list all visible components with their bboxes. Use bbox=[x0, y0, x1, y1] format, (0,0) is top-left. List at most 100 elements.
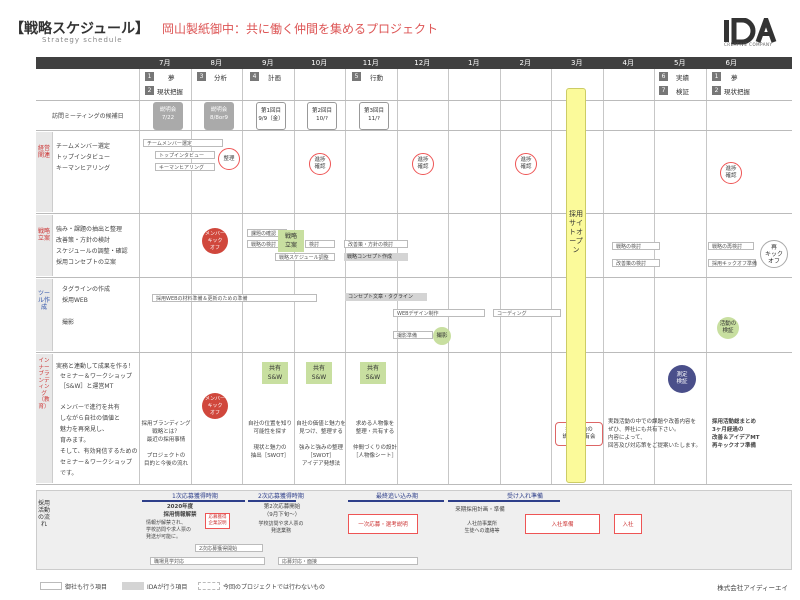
divider-meeting bbox=[36, 130, 792, 131]
divider-tools bbox=[36, 352, 792, 353]
phase-label-4: 計画 bbox=[268, 74, 281, 82]
legend-label-3: 今回のプロジェクトでは行わないもの bbox=[223, 584, 326, 591]
divider-management bbox=[36, 213, 792, 214]
recruit-note-2: 第2次応募開始 （9月下旬〜） bbox=[263, 504, 301, 518]
strategy-item-4: 採用コンセプトの立案 bbox=[56, 259, 117, 266]
arrow-strategy-rereview: 戦略の再検討 bbox=[708, 242, 754, 250]
phase-label-3: 分析 bbox=[214, 74, 227, 82]
category-label-management: 経営関連 bbox=[38, 145, 51, 159]
month-gridline bbox=[654, 69, 655, 484]
branding-result-note: 実践活動の中での課題や改善内容を ぜひ、弊社にも共有下さい。 内容によって、 回… bbox=[608, 419, 701, 449]
month-label: 11月 bbox=[362, 59, 379, 67]
month-gridline bbox=[499, 69, 501, 484]
box-share-sw-2: 共有 S&W bbox=[306, 362, 332, 384]
circle-confirm-oct: 進捗 確認 bbox=[309, 153, 331, 175]
category-box-branding bbox=[36, 354, 53, 483]
branding-note-4: 求める人物像を 整理・共有する 仲間づくりの設計 ［人物像シート］ bbox=[352, 421, 397, 459]
recruit-red-4: 入社 bbox=[614, 514, 642, 534]
divider-strategy bbox=[36, 277, 792, 278]
branding-note-2: 自社の位置を知り 可能性を探す 現状と魅力の 抽出［SWOT］ bbox=[247, 421, 292, 459]
category-box-management bbox=[36, 132, 53, 212]
category-label-strategy: 戦略立案 bbox=[38, 228, 51, 242]
site-open-bar bbox=[566, 88, 586, 483]
arrow-web-design: WEBデザイン制作 bbox=[393, 309, 485, 317]
site-open-label: 採用サイトオープン bbox=[569, 210, 583, 254]
recruit-red-2: 一次応募・選考説明 bbox=[348, 514, 418, 534]
phase-num-4: 4 bbox=[250, 72, 259, 81]
phase-label-5: 行動 bbox=[370, 74, 383, 82]
month-header-bar bbox=[36, 57, 792, 69]
phase-num-2: 2 bbox=[145, 86, 154, 95]
recruit-period-3: 最終追い込み期 bbox=[376, 493, 419, 500]
management-item-2: トップインタビュー bbox=[56, 154, 111, 161]
category-box-strategy bbox=[36, 215, 53, 276]
month-gridline bbox=[139, 69, 140, 484]
management-item-1: チームメンバー選定 bbox=[56, 143, 110, 150]
circle-confirm-feb: 進捗 確認 bbox=[515, 153, 537, 175]
recruit-note-3b: 人社前事業所 生徒への連絡等 bbox=[464, 521, 500, 534]
arrow-improvement: 改善策・方針の検討 bbox=[344, 240, 408, 248]
branding-final-note: 採用活動総まとめ 3ヶ月経過の 改善＆アイデアMT 再キックオフ準備 bbox=[712, 419, 760, 449]
branding-body-5: そして、有効発信するための bbox=[60, 448, 138, 455]
tools-item-3: 撮影 bbox=[62, 319, 75, 326]
month-gridline bbox=[190, 69, 192, 484]
circle-member-kickoff: メンバー キック オフ bbox=[202, 228, 228, 254]
branding-body-1: メンバーで進行を共有 bbox=[60, 404, 120, 411]
month-label: 2月 bbox=[519, 59, 531, 67]
month-gridline bbox=[293, 69, 295, 484]
box-share-sw-3: 共有 S&W bbox=[360, 362, 386, 384]
management-item-3: キーマンヒアリング bbox=[56, 165, 111, 172]
footer-company: 株式会社アイディーエイ bbox=[717, 584, 788, 592]
category-label-recruit: 採用活動の流れ bbox=[38, 500, 51, 528]
phase-num-9: 2 bbox=[712, 86, 721, 95]
branding-intro-1: 実務と連動して成果を作る！ bbox=[56, 363, 134, 370]
arrow-keyman-hearing: キーマンヒアリング bbox=[155, 163, 215, 171]
tools-item-1: タグラインの作成 bbox=[62, 286, 111, 293]
phase-label-2: 現状把握 bbox=[157, 88, 183, 96]
arrow-coding: コーディング bbox=[493, 309, 561, 317]
branding-body-2: しながら自社の価値と bbox=[60, 415, 121, 422]
month-label: 4月 bbox=[622, 59, 634, 67]
month-label: 3月 bbox=[571, 59, 583, 67]
page-subtitle: 岡山製紙御中：共に働く仲間を集めるプロジェクト bbox=[162, 22, 439, 36]
recruit-line-2 bbox=[248, 500, 296, 502]
branding-body-7: です。 bbox=[60, 470, 78, 477]
month-label: 7月 bbox=[159, 59, 171, 67]
recruit-note-2b: 学校訪問や求人票の 発送業務 bbox=[258, 521, 304, 534]
phase-label-8: 夢 bbox=[731, 74, 738, 82]
branding-body-3: 魅力を再発見し、 bbox=[60, 426, 109, 433]
logo-subtitle: CREATIVE COMPANY bbox=[724, 42, 773, 47]
circle-confirm-dec: 進捗 確認 bbox=[412, 153, 434, 175]
legend-swatch-3 bbox=[198, 582, 220, 590]
circle-branding-kickoff: メンバー キック オフ bbox=[202, 393, 228, 419]
legend-swatch-1 bbox=[40, 582, 62, 590]
month-gridline bbox=[448, 69, 449, 484]
arrow-second-recruit: 2次応募獲得開始 bbox=[195, 544, 263, 552]
category-label-tools: ツール作成 bbox=[38, 290, 51, 311]
branding-intro-3: ［S&W］と運営MT bbox=[60, 383, 114, 390]
recruit-note-1b: 情報が解禁され、 学校訪問や求人票の 発送が可能に。 bbox=[146, 520, 192, 540]
recruit-period-2: 2次応募獲得時期 bbox=[258, 493, 304, 500]
month-gridline bbox=[345, 69, 346, 484]
arrow-team-select: チームメンバー選定 bbox=[143, 139, 223, 147]
recruit-note-1: 2020年度 採用情報解禁 bbox=[163, 504, 197, 518]
month-label: 12月 bbox=[414, 59, 431, 67]
phase-label-7: 検証 bbox=[676, 88, 689, 96]
month-label: 8月 bbox=[210, 59, 222, 67]
strategy-item-1: 強み・課題の抽出と整理 bbox=[56, 226, 123, 233]
divider-branding bbox=[36, 484, 792, 485]
arrow-kickoff-prep: 採用キックオフ準備 bbox=[708, 259, 757, 267]
arrow-concept-tagline: コンセプト文章・タグライン bbox=[345, 293, 427, 301]
arrow-web-prep: 採用WEBの材料準備＆更新のための準備 bbox=[152, 294, 317, 302]
month-label: 1月 bbox=[468, 59, 480, 67]
arrow-shoot-prep: 撮影準備 bbox=[393, 331, 433, 339]
category-label-branding: インナーブランディング（教育） bbox=[38, 358, 50, 410]
phase-num-5: 5 bbox=[352, 72, 361, 81]
arrow-workplace-visit: 職場見学対応 bbox=[150, 557, 265, 565]
month-gridline bbox=[551, 69, 552, 484]
phase-label-9: 現状把握 bbox=[724, 88, 750, 96]
recruit-period-1: 1次応募獲得時期 bbox=[172, 493, 218, 500]
arrow-top-interview: トップインタビュー bbox=[155, 151, 215, 159]
